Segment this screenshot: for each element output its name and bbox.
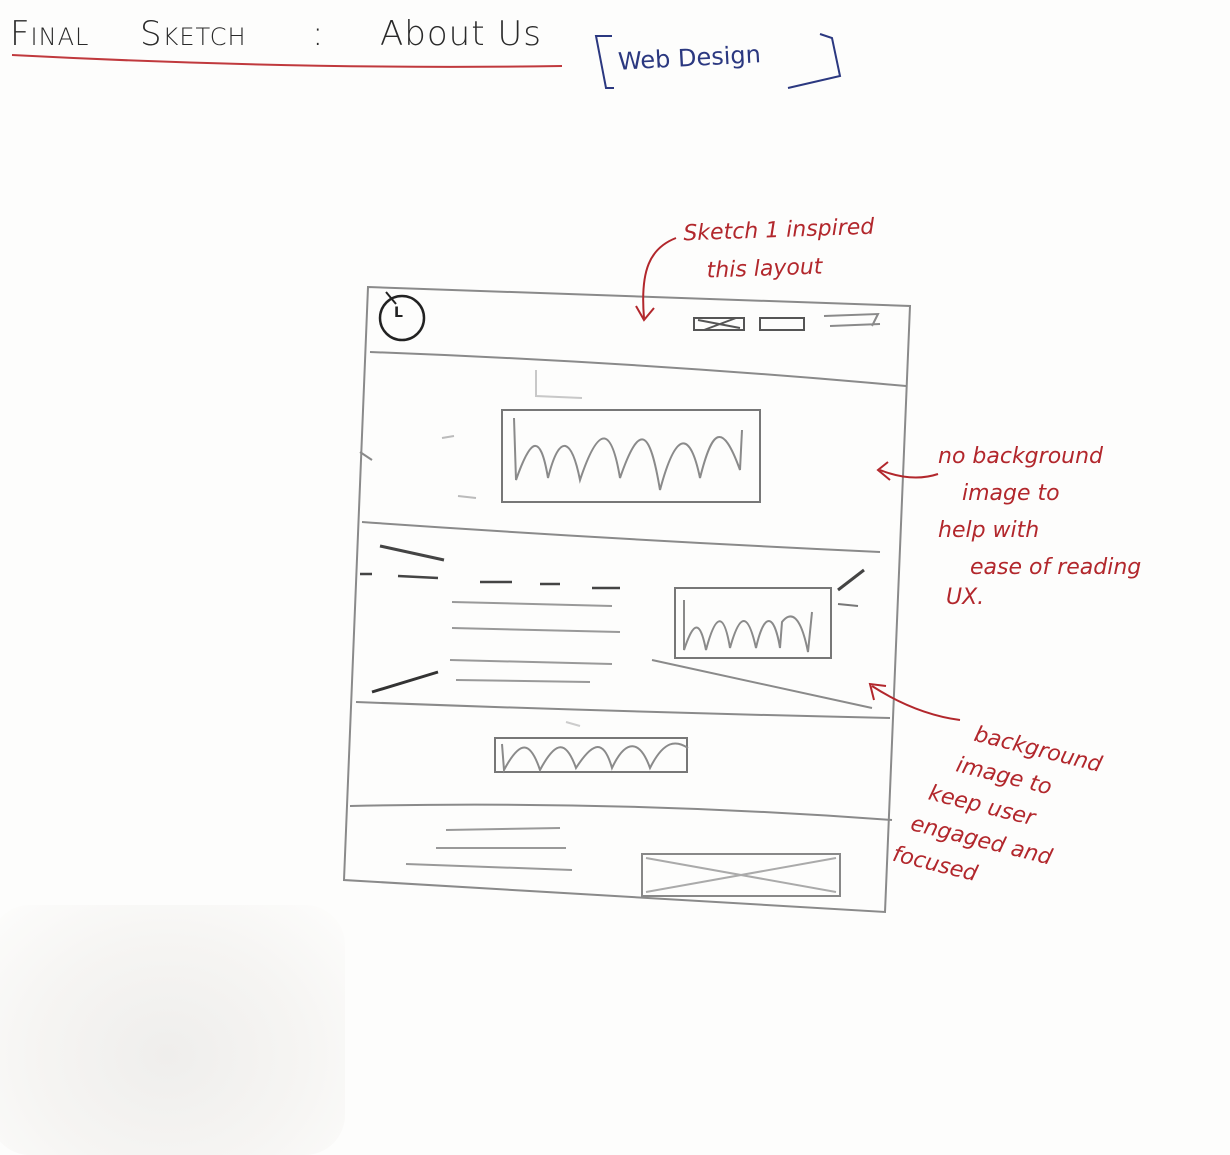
content-divider [355, 701, 891, 719]
title-final: Final [10, 14, 90, 54]
footer-image-cross [645, 857, 837, 893]
arrow-bottom-head [868, 682, 887, 701]
note-right-line-4: ease of reading [970, 555, 1142, 580]
title-sketch: Sketch [140, 14, 247, 54]
hero-divider [361, 521, 881, 553]
content-text-lines [449, 601, 621, 683]
note-right-line-2: image to [962, 481, 1060, 506]
hero-arrow-tick [359, 451, 373, 461]
header-divider [369, 351, 907, 387]
gallery-divider [349, 803, 893, 821]
content-slash-top [379, 544, 445, 562]
nav-item-3 [823, 312, 881, 327]
gallery-box [494, 737, 688, 773]
arrow-top-shaft [642, 237, 677, 319]
note-sketch-inspired: Sketch 1 inspired this layout [683, 209, 877, 292]
content-image-box [674, 587, 832, 659]
note-right-line-1: no background [938, 444, 1103, 469]
gallery-scribble [501, 742, 689, 774]
content-mark [837, 603, 859, 607]
nav-item-2 [759, 317, 805, 331]
paper-shadow [0, 905, 345, 1155]
arrow-right-head [876, 461, 891, 481]
footer-text-lines [405, 827, 573, 871]
logo-circle [378, 294, 426, 342]
arrow-bottom-shaft [871, 685, 961, 721]
content-image-scribble [683, 600, 813, 653]
title-separator: : [312, 14, 325, 54]
nav-item-1-scribble [697, 317, 741, 331]
logo-letter: L [394, 305, 403, 321]
note-right-line-5: UX. [946, 585, 985, 610]
content-diagonal [651, 659, 873, 709]
annotation-arrows [635, 237, 961, 721]
wireframe-page [342, 285, 912, 914]
tag-bracket-left [594, 35, 614, 89]
note-right-line-3: help with [938, 518, 1040, 543]
note-no-background: no background image to help with ease of… [938, 438, 1141, 610]
content-dashes [360, 572, 620, 590]
gallery-heading [565, 721, 581, 727]
logo-tick [385, 291, 397, 305]
title-about-us: About Us [380, 14, 542, 54]
hero-marks [441, 435, 477, 499]
arrow-top-head [635, 305, 655, 322]
footer-image-box [641, 853, 841, 897]
note-top-line-2: this layout [706, 254, 823, 284]
wireframe-frame [342, 285, 912, 914]
note-top-line-1: Sketch 1 inspired [682, 214, 875, 247]
hero-image-scribble [513, 417, 743, 491]
nav-item-1 [693, 317, 745, 331]
content-slash-bottom [371, 670, 439, 694]
title-underline [11, 54, 563, 68]
hero-image-box [501, 409, 761, 503]
tag-bracket-right [787, 33, 842, 89]
content-slash-right [837, 568, 865, 592]
hero-heading [535, 370, 583, 399]
arrow-right-shaft [879, 469, 939, 479]
